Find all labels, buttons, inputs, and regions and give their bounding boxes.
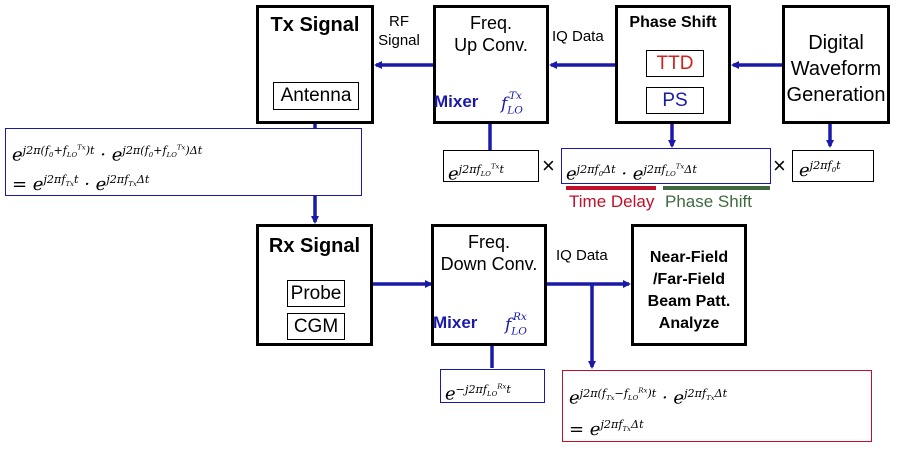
rf-signal-line2: Signal: [378, 32, 420, 49]
lo-rx-label: fLORx: [505, 311, 527, 338]
phase-shift-label: Phase Shift: [665, 192, 752, 211]
rf-signal-label: RF Signal: [371, 12, 427, 50]
digital-line3: Generation: [786, 84, 886, 106]
up-conv-title: Freq. Up Conv.: [436, 12, 546, 56]
down-conv-title: Freq. Down Conv.: [434, 231, 544, 275]
tx-signal-formula: ej2π(f0+fLOTx)t · ej2π(f0+fLOTx)Δt = ej2…: [5, 128, 362, 196]
time-delay-label: Time Delay: [569, 192, 655, 211]
phase-shift-block: Phase Shift TTD PS: [615, 5, 731, 124]
up-conv-line1: Freq.: [469, 13, 512, 33]
analyzer-line4: Analyze: [658, 315, 720, 332]
cgm-box: CGM: [287, 313, 345, 340]
rx-signal-block: Rx Signal Probe CGM: [256, 224, 373, 346]
mixer-up-label: Mixer: [434, 92, 479, 111]
carrier-formula: ej2πf0t: [792, 150, 874, 182]
ttd-box: TTD: [646, 50, 704, 77]
analyzer-line2: /Far-Field: [652, 271, 725, 288]
lo-rx-formula: e−j2πfLORxt: [440, 369, 545, 405]
digital-line2: Waveform: [790, 58, 882, 80]
analyzer-title: Near-Field /Far-Field Beam Patt. Analyze: [634, 247, 744, 335]
digital-waveform-block: Digital Waveform Generation: [782, 5, 890, 124]
digital-title: Digital Waveform Generation: [785, 30, 887, 108]
phase-formula: ej2πf0Δt · ej2πfLOTxΔt: [561, 148, 771, 185]
lo-tx-formula: ej2πfLOTxt: [443, 150, 539, 185]
freq-up-conv-block: Freq. Up Conv.: [433, 5, 549, 124]
probe-box: Probe: [287, 280, 345, 307]
ps-box: PS: [646, 87, 704, 114]
iq-data-bottom-label: IQ Data: [556, 247, 608, 264]
rx-signal-title: Rx Signal: [268, 235, 361, 257]
multiply-sign-1: ×: [542, 153, 555, 178]
rf-signal-line1: RF: [389, 13, 409, 30]
analyzer-line1: Near-Field: [649, 249, 729, 266]
received-result-formula: ej2π(fTx−fLORx)t · ej2πfTxΔt = ej2πfTxΔt: [562, 370, 872, 442]
antenna-box: Antenna: [273, 82, 359, 110]
mixer-down-label: Mixer: [433, 313, 478, 332]
analyzer-line3: Beam Patt.: [647, 293, 731, 310]
iq-data-top-label: IQ Data: [552, 28, 604, 45]
tx-signal-title: Tx Signal: [270, 14, 360, 36]
digital-line1: Digital: [808, 32, 864, 54]
beam-pattern-analyzer-block: Near-Field /Far-Field Beam Patt. Analyze: [631, 224, 747, 346]
down-conv-line2: Down Conv.: [440, 254, 538, 274]
up-conv-line2: Up Conv.: [454, 35, 528, 55]
multiply-sign-2: ×: [773, 153, 786, 178]
down-conv-line1: Freq.: [467, 232, 510, 252]
lo-tx-label: fLOTx: [501, 90, 523, 117]
tx-signal-block: Tx Signal Antenna: [256, 5, 374, 124]
freq-down-conv-block: Freq. Down Conv.: [431, 224, 547, 346]
phase-shift-title: Phase Shift: [629, 14, 717, 31]
